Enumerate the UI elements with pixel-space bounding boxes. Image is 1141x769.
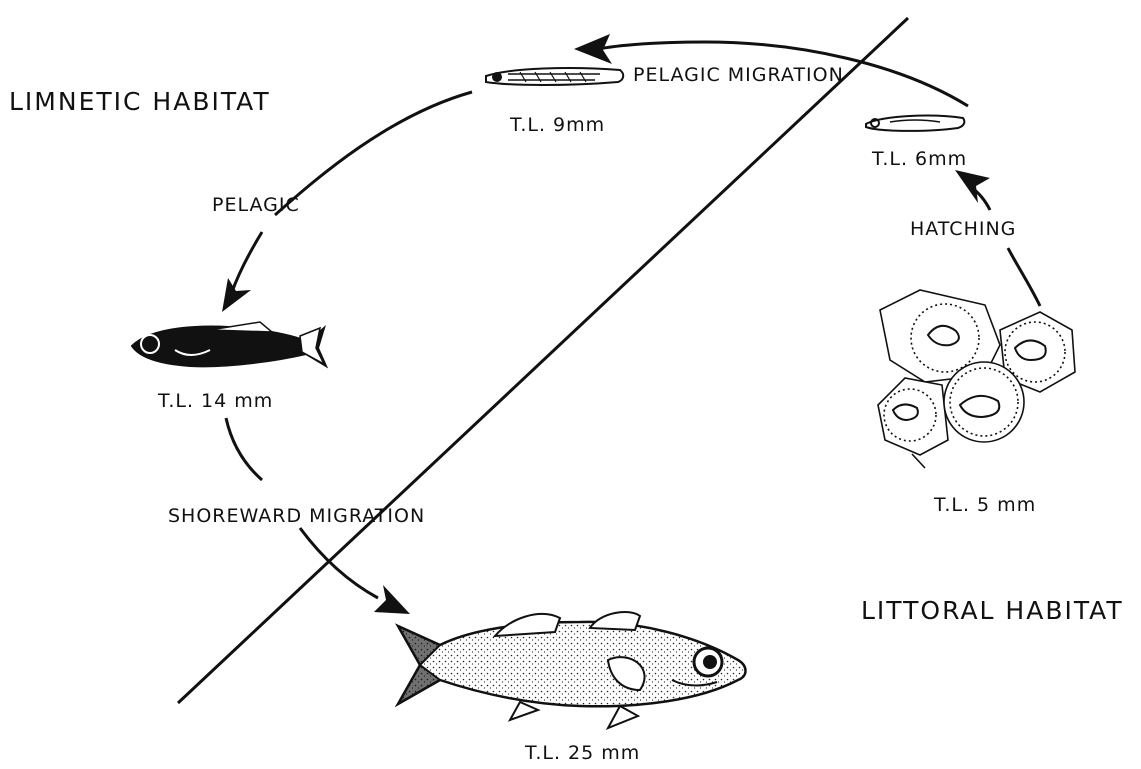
stage-25mm-label: T.L. 25 mm xyxy=(525,742,640,764)
hatching-label: HATCHING xyxy=(910,218,1016,240)
larva-6mm-drawing xyxy=(866,116,964,131)
juvenile-25mm-drawing xyxy=(398,612,746,728)
shoreward-migration-label: SHOREWARD MIGRATION xyxy=(168,505,425,527)
egg-cluster-drawing xyxy=(878,290,1075,468)
pelagic-label: PELAGIC xyxy=(212,194,300,216)
juvenile-14mm-drawing xyxy=(132,322,326,366)
limnetic-habitat-label: LIMNETIC HABITAT xyxy=(9,87,271,116)
stage-5mm-label: T.L. 5 mm xyxy=(934,494,1036,516)
larva-9mm-drawing xyxy=(486,68,623,85)
pelagic-migration-label: PELAGIC MIGRATION xyxy=(633,64,844,86)
stage-9mm-label: T.L. 9mm xyxy=(510,114,605,136)
stage-14mm-label: T.L. 14 mm xyxy=(158,390,273,412)
stage-6mm-label: T.L. 6mm xyxy=(872,148,967,170)
littoral-habitat-label: LITTORAL HABITAT xyxy=(861,596,1124,625)
